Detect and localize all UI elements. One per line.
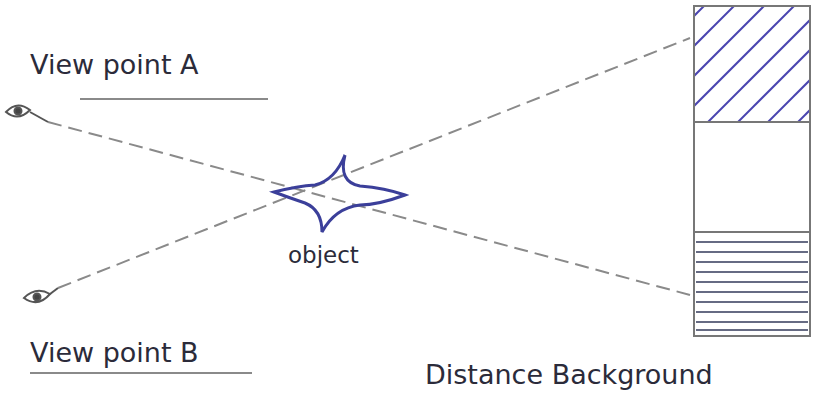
underline-b bbox=[30, 372, 252, 374]
object-star bbox=[274, 155, 405, 232]
viewpoint-label: View point B bbox=[30, 338, 199, 368]
object-label: object bbox=[288, 243, 359, 268]
background-label: Distance Background bbox=[425, 360, 713, 390]
eye-a bbox=[6, 105, 48, 122]
viewpoint-label: View point A bbox=[30, 50, 199, 80]
underline-a bbox=[80, 98, 268, 100]
sight-line-a bbox=[48, 122, 690, 295]
distance-background bbox=[665, 0, 827, 336]
eye-b bbox=[24, 288, 58, 302]
